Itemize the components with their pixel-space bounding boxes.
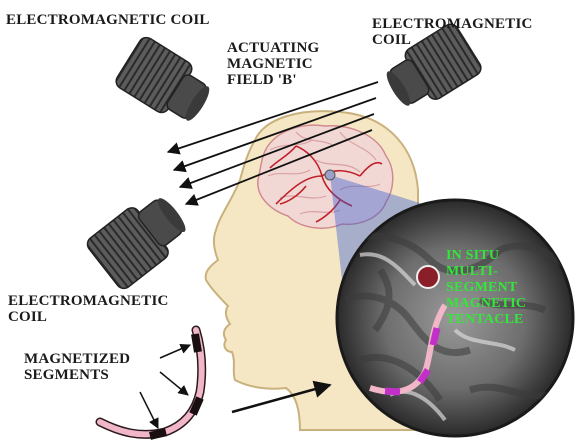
label-magnetic-field: ACTUATING MAGNETIC FIELD 'B' (227, 40, 319, 88)
label-line: MAGNETIC (446, 296, 526, 312)
coil-left (84, 186, 195, 291)
label-line: COIL (372, 32, 533, 48)
target-marker (325, 170, 335, 180)
label-magnetized-segments: MAGNETIZED SEGMENTS (24, 351, 130, 383)
label-line: MAGNETIC (227, 56, 319, 72)
label-line: MAGNETIZED (24, 351, 130, 367)
label-line: SEGMENT (446, 280, 526, 296)
label-line: COIL (8, 309, 169, 325)
label-coil-left: ELECTROMAGNETIC COIL (8, 293, 169, 325)
coil-top-left (113, 35, 218, 131)
label-tentacle: IN SITU MULTI- SEGMENT MAGNETIC TENTACLE (446, 248, 526, 328)
label-line: MULTI- (446, 264, 526, 280)
label-line: IN SITU (446, 248, 526, 264)
label-line: ACTUATING (227, 40, 319, 56)
label-line: SEGMENTS (24, 367, 130, 383)
label-line: ELECTROMAGNETIC (8, 293, 169, 309)
label-coil-top-left: ELECTROMAGNETIC COIL (6, 12, 210, 28)
label-coil-top-right: ELECTROMAGNETIC COIL (372, 16, 533, 48)
label-line: TENTACLE (446, 312, 526, 328)
label-line: FIELD 'B' (227, 72, 319, 88)
label-line: ELECTROMAGNETIC (372, 16, 533, 32)
